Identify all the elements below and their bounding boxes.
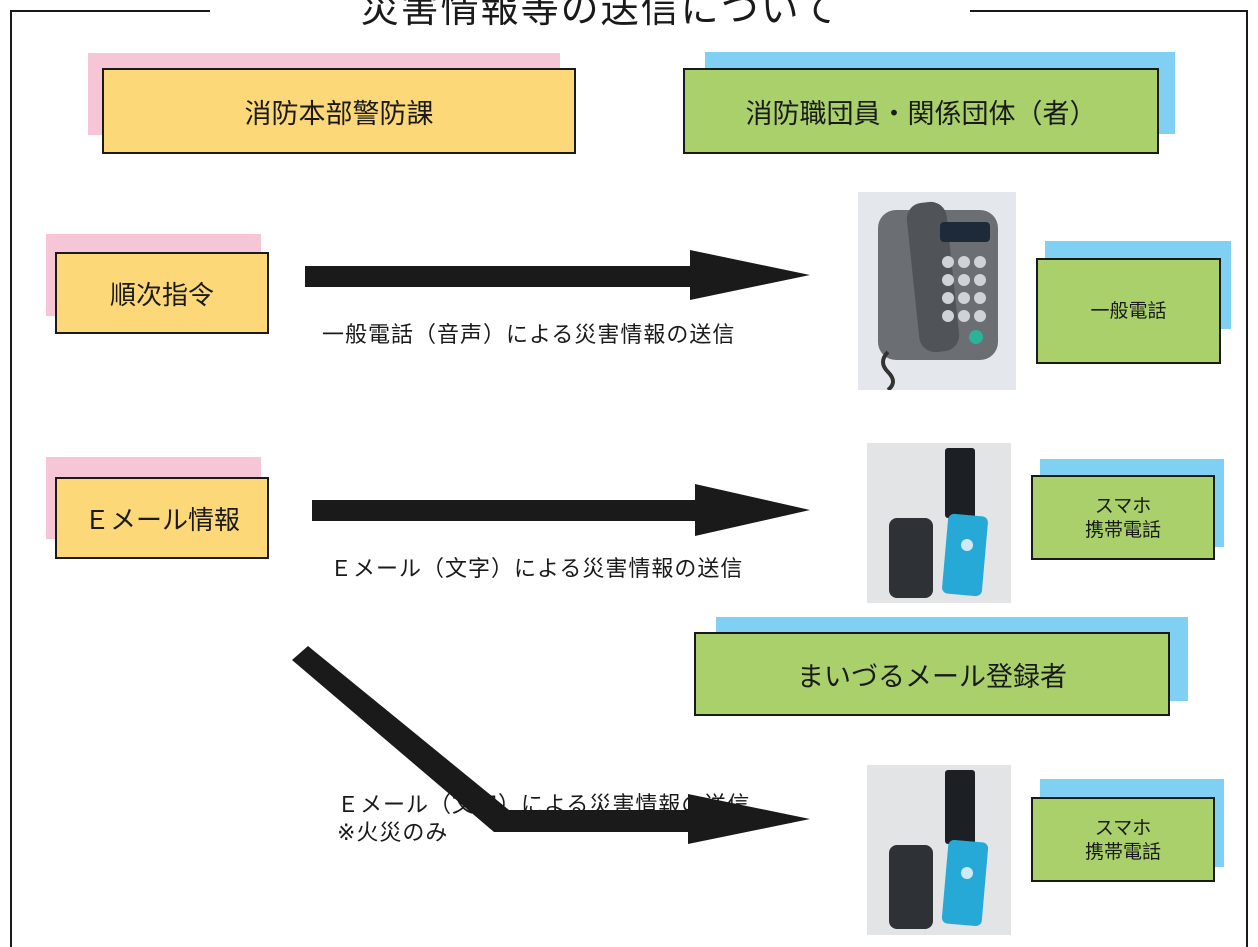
frame-top-left [10,10,210,12]
frame-left [10,10,12,947]
mobile-target-1-line1: スマホ [1094,494,1152,517]
arrow-phone [305,250,810,300]
mobile-target-2-line2: 携帯電話 [1084,840,1161,863]
caption-email: Ｅメール（文字）による災害情報の送信 [330,557,744,582]
caption-maizuru-line1: Ｅメール（文字）による災害情報の送信 [337,793,751,818]
mobile-target-2-line1: スマホ [1094,816,1152,839]
order-box: 順次指令 [55,252,269,334]
mobile-phones-icon [889,448,988,598]
arrow-email [312,484,810,536]
left-header-box: 消防本部警防課 [102,68,576,154]
frame-right [1246,10,1248,947]
mobile-target-1-box: スマホ 携帯電話 [1031,475,1215,560]
mobile-target-2-box: スマホ 携帯電話 [1031,797,1215,882]
frame-top-right [970,10,1248,12]
telephone-photo [858,192,1016,390]
mobile-target-1-line2: 携帯電話 [1084,518,1161,541]
email-box: Ｅメール情報 [55,477,269,559]
maizuru-box: まいづるメール登録者 [694,632,1170,716]
telephone-icon [878,201,998,390]
mobile-phones-photo-2 [867,765,1011,935]
phone-target-box: 一般電話 [1036,258,1221,364]
arrow-maizuru [292,646,810,844]
diagram-title: 災害情報等の送信について [360,0,840,31]
caption-phone: 一般電話（音声）による災害情報の送信 [322,323,736,348]
mobile-phones-photo-1 [867,443,1011,603]
right-header-box: 消防職団員・関係団体（者） [683,68,1159,154]
mobile-phones-icon [889,770,989,929]
caption-maizuru-line2: ※火災のみ [337,821,449,846]
